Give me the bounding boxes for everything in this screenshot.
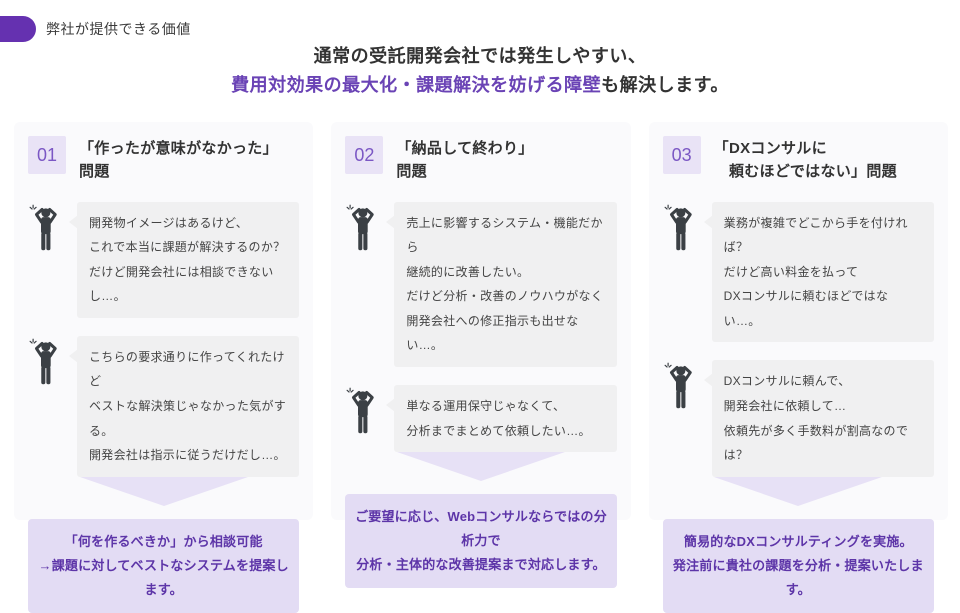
troubled-person-icon bbox=[28, 204, 62, 259]
customer-voice-row: 売上に影響するシステム・機能だから 継続的に改善したい。 だけど分析・改善のノウ… bbox=[345, 201, 617, 368]
down-arrow-icon bbox=[396, 452, 565, 482]
customer-voice-row: 業務が複雑でどこから手を付ければ？ だけど高い料金を払って DXコンサルに頼むほ… bbox=[663, 201, 934, 343]
problem-column-1: 01 「作ったが意味がなかった」 問題 開発物イメージはあるけど、 これで本当 bbox=[14, 122, 314, 613]
troubled-person-icon bbox=[345, 204, 379, 259]
troubled-person-icon bbox=[663, 204, 697, 259]
troubled-person-icon bbox=[663, 362, 697, 417]
column-header: 02 「納品して終わり」 問題 bbox=[345, 136, 616, 184]
customer-voice-row: 開発物イメージはあるけど、 これで本当に課題が解決するのか？ だけど開発会社には… bbox=[28, 201, 300, 318]
title-line-1: 通常の受託開発会社では発生しやすい、 bbox=[313, 46, 647, 66]
customer-voice-bubble: 売上に影響するシステム・機能だから 継続的に改善したい。 だけど分析・改善のノウ… bbox=[386, 201, 617, 368]
solution-box: ご要望に応じ、Webコンサルならではの分析力で 分析・主体的な改善提案まで対応し… bbox=[345, 494, 617, 589]
problem-column-2: 02 「納品して終わり」 問題 売上に影響するシステム・機能だから 継続的に改 bbox=[331, 122, 631, 589]
solution-box: 簡易的なDXコンサルティングを実施。 発注前に貴社の課題を分析・提案いたします。 bbox=[662, 518, 934, 613]
problem-title: 「作ったが意味がなかった」 問題 bbox=[79, 140, 278, 181]
section-label: 弊社が提供できる価値 bbox=[46, 21, 191, 37]
troubled-person-icon bbox=[345, 387, 379, 442]
customer-voice-bubble: DXコンサルに頼んで、 開発会社に依頼して… 依頼先が多く手数料が割高なのでは？ bbox=[703, 360, 934, 477]
column-header: 01 「作ったが意味がなかった」 問題 bbox=[28, 136, 299, 184]
customer-voice-bubble: 業務が複雑でどこから手を付ければ？ だけど高い料金を払って DXコンサルに頼むほ… bbox=[703, 201, 934, 343]
number-badge: 03 bbox=[662, 136, 701, 174]
title-line-2: 費用対効果の最大化・課題解決を妨げる障壁も解決します。 bbox=[0, 71, 960, 100]
customer-voice-row: 単なる運用保守じゃなくて、 分析までまとめて依頼したい…。 bbox=[345, 385, 617, 453]
problem-column-3: 03 「DXコンサルに 頼むほどではない」問題 業務が複雑でどこから手を付け bbox=[648, 122, 948, 613]
down-arrow-icon bbox=[714, 476, 883, 506]
customer-voice-bubble: 単なる運用保守じゃなくて、 分析までまとめて依頼したい…。 bbox=[386, 385, 617, 453]
number-badge: 02 bbox=[345, 136, 384, 174]
ribbon-tag-icon bbox=[0, 16, 36, 42]
title-rest: も解決します。 bbox=[601, 74, 729, 95]
slide-title: 通常の受託開発会社では発生しやすい、 費用対効果の最大化・課題解決を妨げる障壁も… bbox=[0, 42, 960, 100]
customer-voice-row: こちらの要求通りに作ってくれたけど ベストな解決策じゃなかった気がする。 開発会… bbox=[28, 335, 300, 477]
troubled-person-icon bbox=[28, 338, 62, 393]
number-badge: 01 bbox=[28, 136, 66, 174]
title-highlight: 費用対効果の最大化・課題解決を妨げる障壁 bbox=[231, 74, 602, 95]
customer-voice-row: DXコンサルに頼んで、 開発会社に依頼して… 依頼先が多く手数料が割高なのでは？ bbox=[663, 360, 934, 477]
customer-voice-bubble: 開発物イメージはあるけど、 これで本当に課題が解決するのか？ だけど開発会社には… bbox=[68, 201, 300, 318]
down-arrow-icon bbox=[79, 476, 248, 506]
slide: 弊社が提供できる価値 通常の受託開発会社では発生しやすい、 費用対効果の最大化・… bbox=[0, 16, 960, 613]
customer-voice-bubble: こちらの要求通りに作ってくれたけど ベストな解決策じゃなかった気がする。 開発会… bbox=[68, 335, 300, 477]
problem-title: 「DXコンサルに 頼むほどではない」問題 bbox=[713, 140, 897, 181]
solution-box: 「何を作るべきか」から相談可能 →課題に対してベストなシステムを提案します。 bbox=[28, 518, 300, 613]
problem-columns: 01 「作ったが意味がなかった」 問題 開発物イメージはあるけど、 これで本当 bbox=[14, 122, 948, 613]
problem-title: 「納品して終わり」 問題 bbox=[396, 140, 534, 181]
column-header: 03 「DXコンサルに 頼むほどではない」問題 bbox=[662, 136, 934, 184]
